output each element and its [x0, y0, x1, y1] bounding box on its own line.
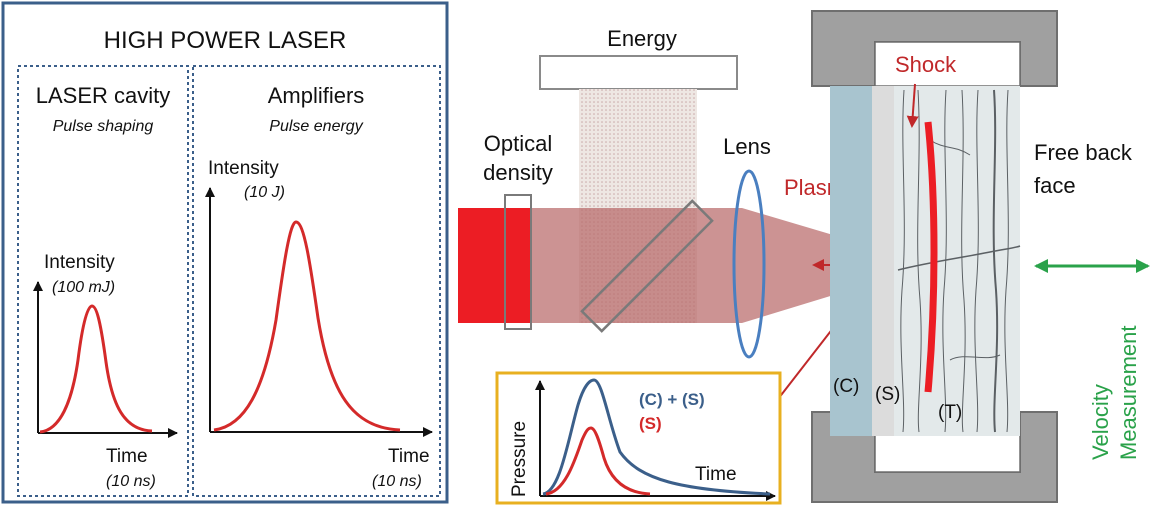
- pressure-inset-border: [495, 371, 782, 505]
- laser-panel-title: HIGH POWER LASER: [104, 27, 347, 54]
- pressure-x-label: Time: [695, 464, 737, 485]
- label-s: (S): [875, 384, 900, 405]
- optical-density-filter: [504, 194, 532, 330]
- label-t: (T): [938, 402, 962, 423]
- amplifiers-title: Amplifiers: [268, 83, 365, 108]
- laser-cavity-subpanel: LASER cavity Pulse shaping Intensity (10…: [17, 65, 189, 497]
- amplifiers-y-label: Intensity: [208, 158, 279, 179]
- cavity-y-label: Intensity: [44, 252, 115, 273]
- cavity-title: LASER cavity: [36, 83, 171, 108]
- substrate-layer-s: [872, 86, 894, 436]
- amplifiers-x-label: Time: [388, 446, 430, 467]
- shock-label: Shock: [895, 52, 957, 77]
- cavity-x-label: Time: [106, 446, 148, 467]
- cavity-x-value: (10 ns): [106, 473, 156, 490]
- velocity-measurement: Free back face Velocity Measurement: [1034, 140, 1150, 460]
- pressure-inset: Pressure (C) + (S) (S) Time: [495, 371, 782, 505]
- high-power-laser-panel: HIGH POWER LASER LASER cavity Pulse shap…: [1, 1, 449, 504]
- velocity-label-2: Measurement: [1116, 325, 1141, 460]
- label-c: (C): [833, 376, 859, 397]
- cavity-y-value: (100 mJ): [52, 279, 115, 296]
- pressure-legend-s: (S): [639, 414, 662, 433]
- free-back-face-label-1: Free back: [1034, 140, 1133, 165]
- pressure-curve-s: [545, 426, 651, 496]
- laser-beam: [528, 208, 850, 323]
- top-clamp-inner: [874, 41, 1021, 87]
- shock-arrow: [906, 83, 919, 128]
- amplifiers-x-value: (10 ns): [372, 473, 422, 490]
- optical-density-label-1: Optical: [484, 131, 552, 156]
- pressure-y-label: Pressure: [509, 421, 530, 497]
- bottom-clamp-inner: [874, 433, 1021, 473]
- amplifiers-subtitle: Pulse energy: [269, 118, 363, 135]
- cavity-subtitle: Pulse shaping: [53, 118, 154, 135]
- energy-meter: [539, 55, 738, 90]
- target-layer-t: [894, 86, 1020, 436]
- velocity-label-1: Velocity: [1088, 384, 1113, 460]
- laser-panel-border: [1, 1, 449, 504]
- shock-front: [924, 121, 938, 393]
- focusing-lens: [732, 169, 766, 359]
- pressure-legend-cs: (C) + (S): [639, 390, 705, 409]
- beam-splitter: [580, 199, 714, 333]
- amplifiers-y-value: (10 J): [244, 184, 285, 201]
- laser-source-beam: [458, 208, 530, 323]
- free-back-face-label-2: face: [1034, 173, 1076, 198]
- pressure-curve-cs: [542, 378, 771, 496]
- amplifiers-pulse-curve: [213, 220, 401, 432]
- optical-setup: Energy Optical density Lens Plasma: [458, 26, 874, 432]
- coating-layer-c: [830, 86, 872, 436]
- target-assembly: Shock (C) (S) (T): [811, 10, 1058, 503]
- cavity-dotted-border: [17, 65, 189, 497]
- energy-label: Energy: [607, 26, 677, 51]
- target-crack-texture: [897, 89, 1021, 433]
- lens-label: Lens: [723, 134, 771, 159]
- cavity-pulse-curve: [39, 304, 153, 434]
- optical-density-label-2: density: [483, 160, 553, 185]
- amplifiers-dotted-border: [192, 65, 441, 497]
- amplifiers-subpanel: Amplifiers Pulse energy Intensity (10 J)…: [192, 65, 441, 497]
